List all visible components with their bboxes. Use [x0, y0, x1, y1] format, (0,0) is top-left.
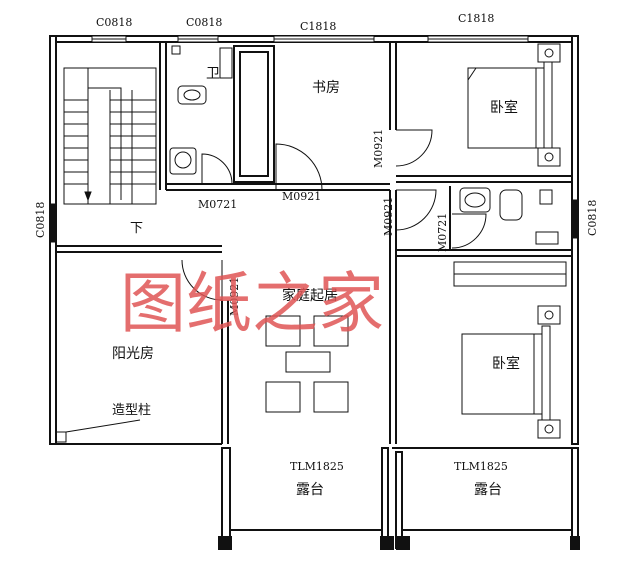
windows	[49, 35, 579, 243]
window-right	[571, 199, 579, 239]
window-code-top-bedroom: C1818	[458, 12, 494, 25]
toilet-label: 卫	[206, 66, 220, 82]
staircase	[63, 67, 157, 205]
door-code-bedroom-bottom: M0921	[382, 197, 395, 236]
door-code-bedroom-top: M0921	[372, 129, 385, 168]
stair-down-label: 下	[130, 221, 143, 236]
watermark: 图纸之家	[120, 265, 384, 342]
family-living-label: 家庭起居	[282, 287, 338, 304]
door-code-terrace-right: TLM1825	[454, 460, 508, 473]
toilet-fixtures	[169, 45, 233, 175]
door-code-sunroom: M0921	[228, 277, 241, 316]
bed-top	[467, 43, 561, 167]
bathroom-fixtures	[459, 187, 559, 245]
feature-column-label: 造型柱	[112, 403, 151, 418]
living-furniture	[265, 315, 349, 413]
bedroom-bottom-label: 卧室	[492, 355, 520, 372]
window-code-top-study: C1818	[300, 20, 336, 33]
doors	[181, 129, 487, 301]
door-code-terrace-left: TLM1825	[290, 460, 344, 473]
bedroom-top-label: 卧室	[490, 99, 518, 116]
door-code-toilet: M0721	[198, 198, 237, 211]
study-label: 书房	[312, 80, 340, 96]
door-code-study: M0921	[282, 190, 321, 203]
window-code-left: C0818	[34, 202, 47, 238]
window-code-top-left: C0818	[96, 16, 132, 29]
sunroom-label: 阳光房	[112, 346, 154, 362]
window-left	[49, 203, 57, 243]
door-code-bath: M0721	[436, 213, 449, 252]
window-code-right: C0818	[586, 200, 599, 236]
terrace-left-label: 露台	[296, 482, 324, 498]
window-code-top-toilet: C0818	[186, 16, 222, 29]
terrace-posts	[218, 536, 580, 550]
bed-bottom	[453, 261, 567, 439]
feature-column-marker	[55, 419, 141, 443]
terrace-right-label: 露台	[474, 482, 502, 498]
